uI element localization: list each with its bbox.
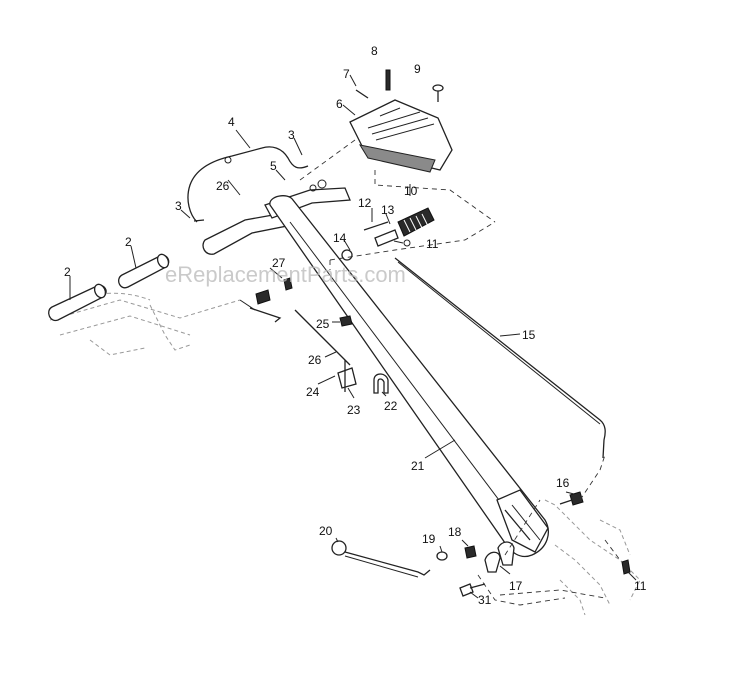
handle-grip-left — [48, 283, 107, 322]
screw-9 — [432, 84, 444, 102]
part-label-14: 14 — [333, 231, 347, 245]
part-label-4: 4 — [228, 115, 235, 129]
part-label-13: 13 — [381, 203, 395, 217]
clip-11 — [403, 239, 411, 247]
part-label-5: 5 — [270, 159, 277, 173]
screw-8 — [385, 69, 391, 91]
part-label-7: 7 — [343, 67, 350, 81]
part-label-17: 17 — [509, 579, 523, 593]
shift-lever — [331, 540, 431, 578]
part-label-26-upper: 26 — [216, 179, 230, 193]
spring-25 — [339, 315, 353, 327]
part-label-8: 8 — [371, 44, 378, 58]
ghost-frame-lower-right — [544, 499, 641, 616]
screw-7 — [355, 89, 369, 99]
part-label-31: 31 — [478, 593, 492, 607]
clip-22 — [373, 373, 389, 394]
bolt-31 — [459, 583, 486, 597]
bushing-14 — [341, 249, 353, 261]
bolt-16 — [559, 491, 584, 506]
handle-grip-right — [118, 253, 170, 289]
ghost-handlebar-outline — [49, 292, 241, 356]
part-label-11-upper: 11 — [426, 237, 439, 251]
assembly-lines-bottom — [477, 454, 621, 606]
spring — [397, 207, 435, 237]
part-label-10: 10 — [404, 184, 418, 198]
control-rod — [394, 257, 606, 459]
part-label-15: 15 — [522, 328, 536, 342]
part-label-2-right: 2 — [125, 235, 132, 249]
bracket-24 — [337, 360, 357, 392]
part-label-22: 22 — [384, 399, 398, 413]
bail-wire — [187, 146, 309, 223]
part-label-12: 12 — [358, 196, 372, 210]
watermark-text: eReplacementParts.com — [165, 262, 406, 287]
nut-19 — [436, 551, 448, 561]
clip-11-lower — [621, 559, 631, 575]
part-label-25: 25 — [316, 317, 330, 331]
part-label-9: 9 — [414, 62, 421, 76]
clip-27 — [283, 277, 293, 291]
pin-14 — [374, 229, 399, 247]
handle-tube — [269, 195, 549, 558]
leader-lines — [69, 74, 637, 599]
part-label-16: 16 — [556, 476, 570, 490]
part-label-27: 27 — [272, 256, 286, 270]
part-label-21: 21 — [411, 459, 425, 473]
assembly-lines-top — [299, 139, 496, 270]
part-label-11-lower: 11 — [634, 579, 647, 593]
part-label-3-right: 3 — [288, 128, 295, 142]
part-label-3-left: 3 — [175, 199, 182, 213]
control-housing — [349, 99, 453, 173]
part-label-26-lower: 26 — [308, 353, 322, 367]
part-label-24: 24 — [306, 385, 320, 399]
cable-26 — [294, 309, 351, 366]
part-label-19: 19 — [422, 532, 436, 546]
part-label-6: 6 — [336, 97, 343, 111]
part-label-18: 18 — [448, 525, 462, 539]
part-label-2-left: 2 — [64, 265, 71, 279]
part-label-20: 20 — [319, 524, 333, 538]
pin-12 — [363, 221, 389, 231]
part-label-23: 23 — [347, 403, 361, 417]
bracket-left — [239, 289, 282, 323]
nut-18 — [464, 545, 477, 559]
bracket-17 — [484, 541, 515, 573]
